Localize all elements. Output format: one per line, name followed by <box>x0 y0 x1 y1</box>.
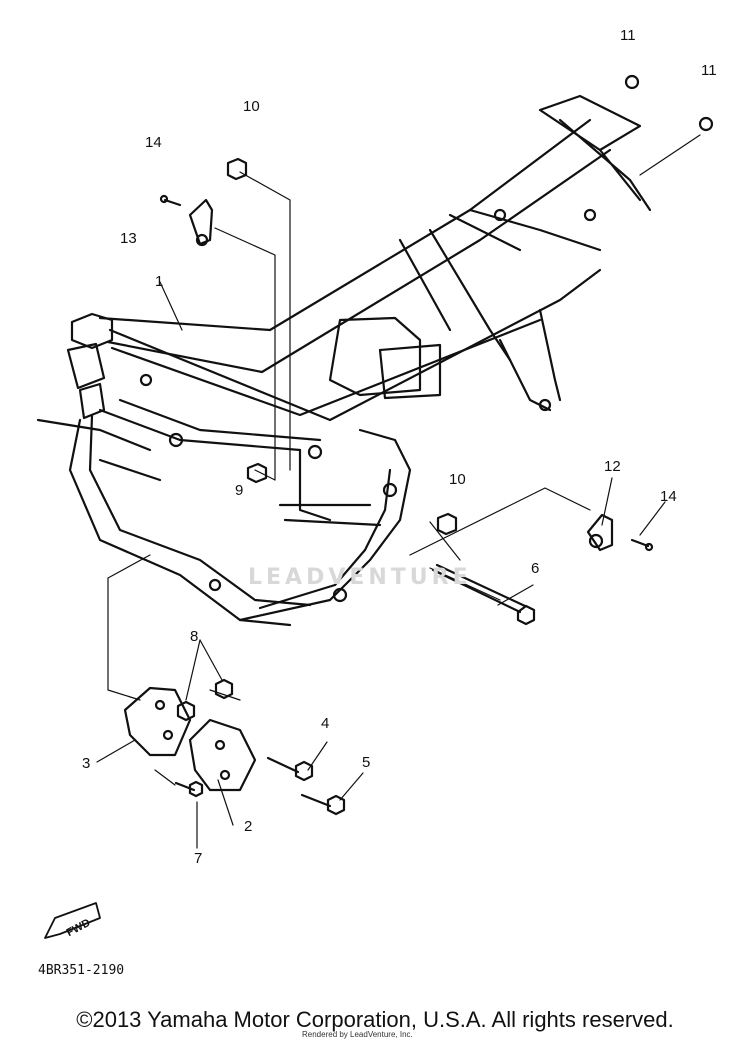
callout-11-right: 11 <box>701 62 717 79</box>
callout-3: 3 <box>82 755 91 772</box>
callout-7: 7 <box>194 850 203 867</box>
callout-14-top: 14 <box>145 134 162 151</box>
callout-10-top: 10 <box>243 98 260 115</box>
fwd-arrow-icon <box>44 902 101 939</box>
callout-2: 2 <box>244 818 253 835</box>
copyright-notice: ©2013 Yamaha Motor Corporation, U.S.A. A… <box>76 1007 674 1032</box>
callout-14-right: 14 <box>660 488 677 505</box>
callout-10-mid: 10 <box>449 471 466 488</box>
callout-1: 1 <box>155 273 164 290</box>
callout-6: 6 <box>531 560 540 577</box>
watermark: LEADVENTURE <box>248 565 472 590</box>
diagram-part-code: 4BR351-2190 <box>38 963 125 978</box>
rendered-by-note: Rendered by LeadVenture, Inc. <box>302 1030 413 1039</box>
callout-5: 5 <box>362 754 371 771</box>
callout-8: 8 <box>190 628 199 645</box>
main-frame <box>36 94 652 627</box>
callout-11-left: 11 <box>620 27 636 44</box>
callout-4: 4 <box>321 715 330 732</box>
callout-12: 12 <box>604 458 621 475</box>
callout-9: 9 <box>235 482 244 499</box>
callout-13: 13 <box>120 230 137 247</box>
